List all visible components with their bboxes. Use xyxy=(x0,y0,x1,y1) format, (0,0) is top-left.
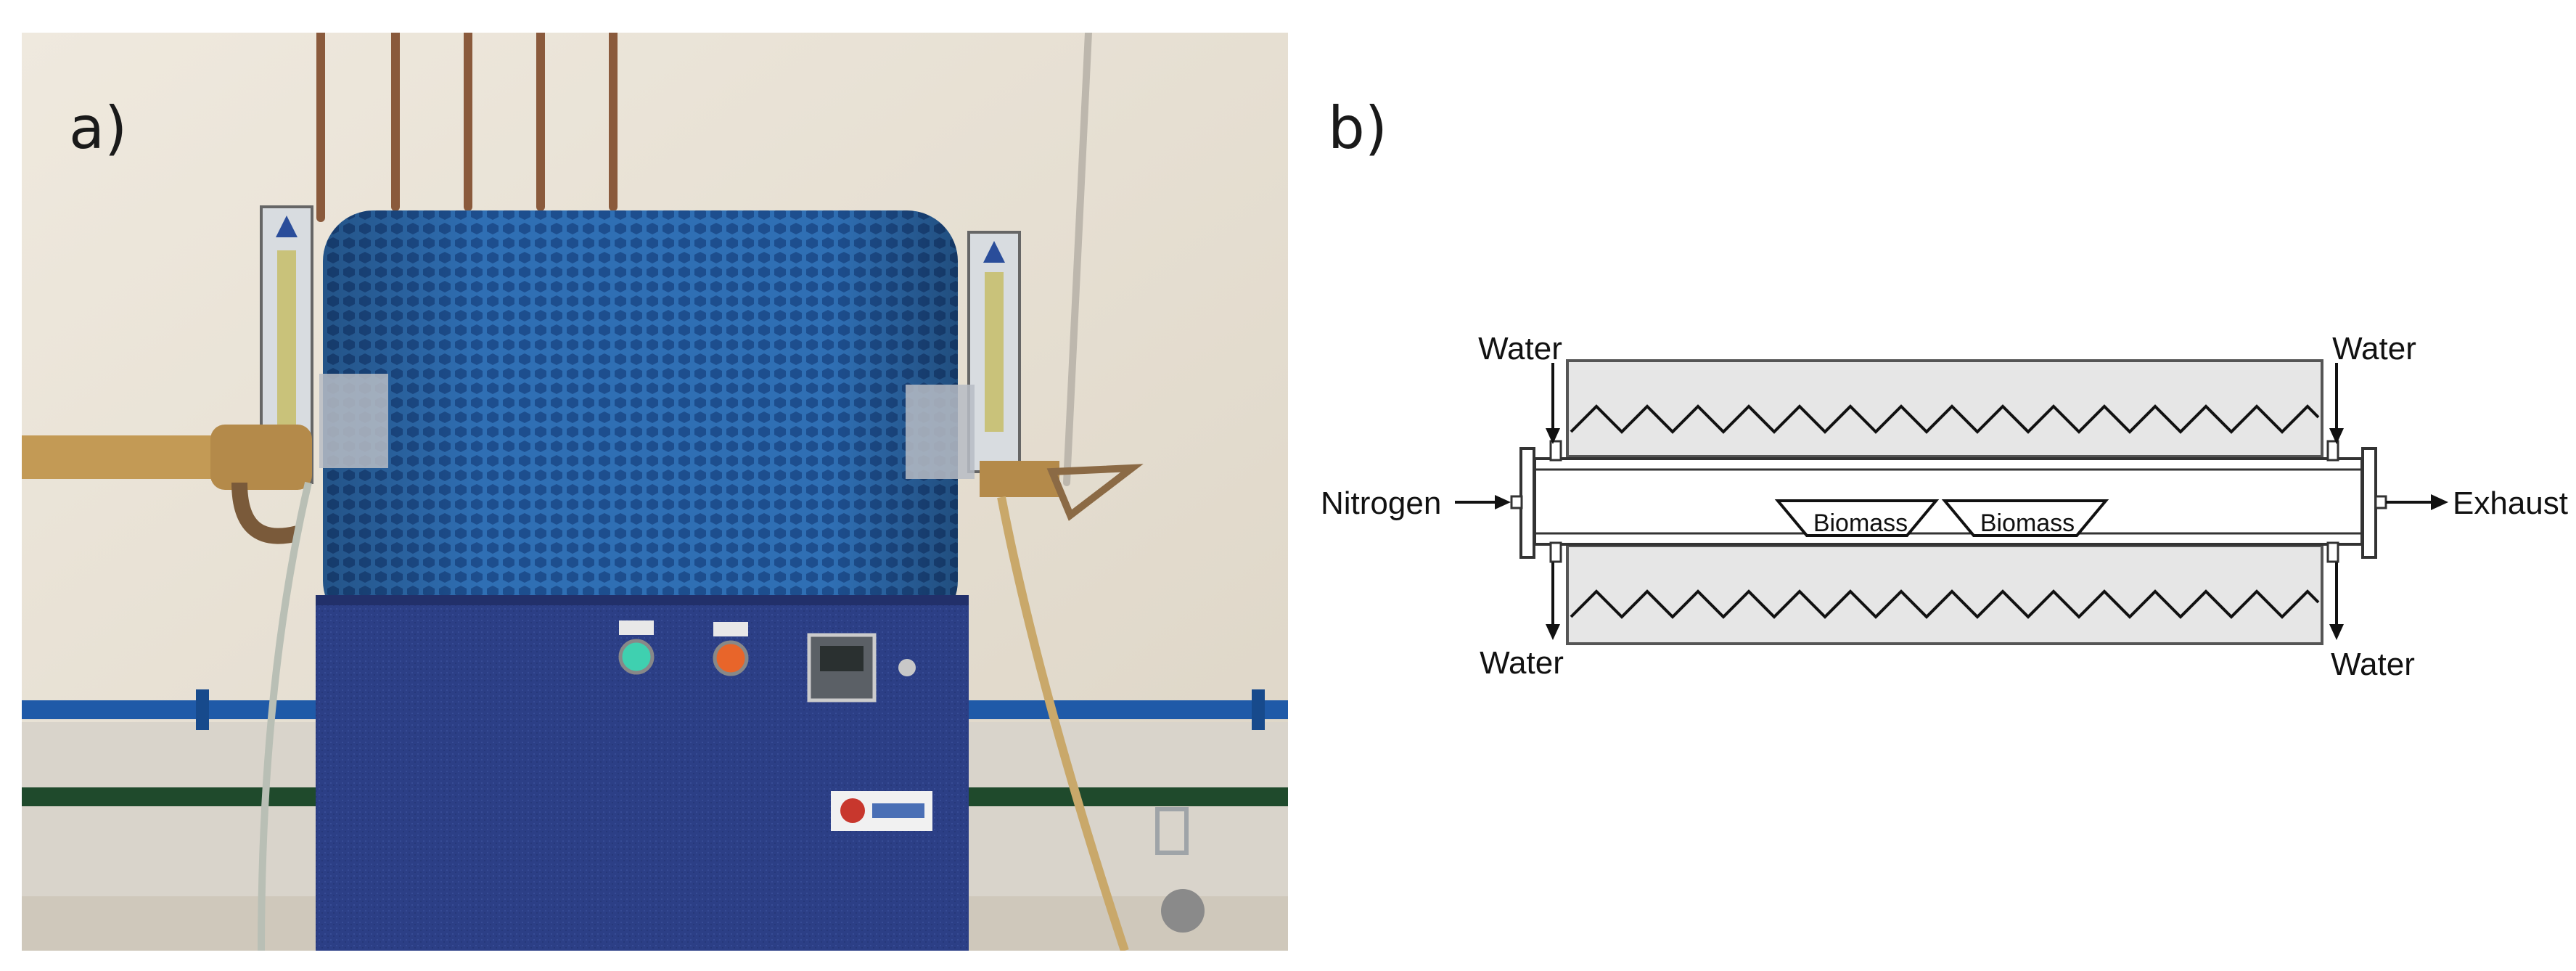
water-label-top-right: Water xyxy=(2332,331,2416,366)
biomass-boat-1 xyxy=(1774,499,1940,537)
furnace-photo-svg xyxy=(22,33,1288,951)
nitrogen-label: Nitrogen xyxy=(1321,485,1441,521)
green-indicator-lamp xyxy=(618,620,655,675)
red-indicator-lamp xyxy=(713,622,749,676)
lower-heating-coil xyxy=(1570,589,2320,619)
inlet-fitting xyxy=(22,425,312,544)
upper-water-jacket xyxy=(1566,359,2323,458)
furnace-drum xyxy=(323,210,958,631)
right-flange xyxy=(2361,447,2377,559)
biomass-boat-2 xyxy=(1941,499,2109,537)
right-flowmeter xyxy=(967,231,1021,473)
furnace-photo xyxy=(22,33,1288,951)
temperature-controller xyxy=(807,633,877,702)
gas-inlet-tubes xyxy=(316,33,1092,486)
outlet-fitting xyxy=(980,461,1144,521)
panel-b-label: b) xyxy=(1328,94,1387,162)
water-arrows xyxy=(1546,363,2344,640)
exhaust-arrow xyxy=(2386,494,2448,510)
left-end-plate xyxy=(319,374,388,468)
lower-water-jacket xyxy=(1566,544,2323,645)
water-label-bottom-right: Water xyxy=(2331,647,2415,682)
biomass-label-1: Biomass xyxy=(1813,509,1908,537)
water-label-bottom-left: Water xyxy=(1480,645,1564,681)
left-flange xyxy=(1519,447,1535,559)
wall-clamp xyxy=(1155,807,1205,933)
biomass-label-2: Biomass xyxy=(1980,509,2075,537)
panel-a-label: a) xyxy=(69,94,128,162)
brand-logo xyxy=(831,791,932,831)
upper-heating-coil xyxy=(1570,404,2320,434)
cabinet-knob xyxy=(898,659,916,676)
water-label-top-left: Water xyxy=(1478,331,1562,366)
inlet-hoses xyxy=(258,481,312,951)
reactor-tube xyxy=(1533,457,2363,546)
nitrogen-arrow xyxy=(1455,495,1511,509)
right-end-plate xyxy=(906,385,975,479)
outlet-hose xyxy=(997,496,1129,951)
exhaust-label: Exhaust xyxy=(2453,485,2568,521)
